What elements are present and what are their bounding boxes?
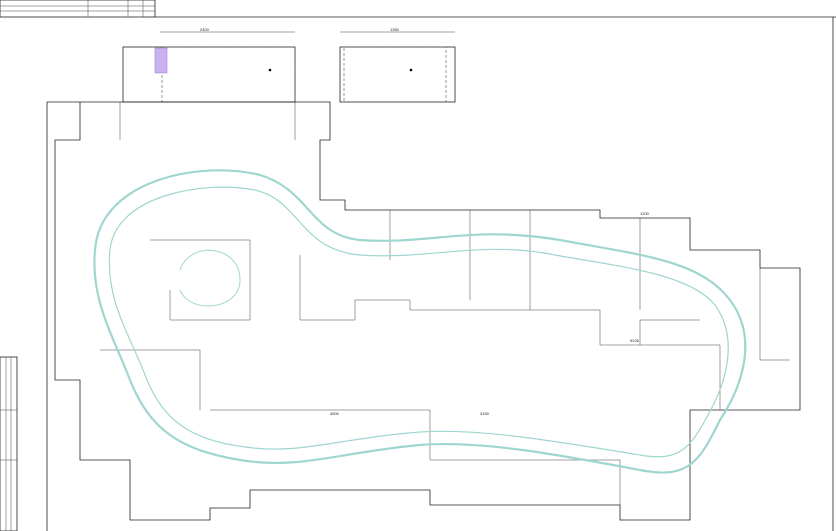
stair-hatch — [154, 47, 168, 74]
drawing-frame — [46, 16, 836, 531]
dimension-label: 9226 — [630, 338, 640, 343]
dimension-label: 1350 — [390, 27, 400, 32]
dimension-label: 2400 — [200, 27, 210, 32]
title-block-top — [0, 0, 156, 18]
upper-rooms — [122, 31, 456, 103]
dimension-label: 4500 — [330, 411, 340, 416]
main-outline — [47, 101, 801, 521]
curved-track — [93, 169, 747, 474]
dimension-label: 1200 — [640, 211, 650, 216]
dimension-labels: 9226 2400 1350 3150 4500 1200 — [200, 27, 650, 416]
dimension-label: 3150 — [480, 411, 490, 416]
title-block-side — [0, 356, 18, 531]
